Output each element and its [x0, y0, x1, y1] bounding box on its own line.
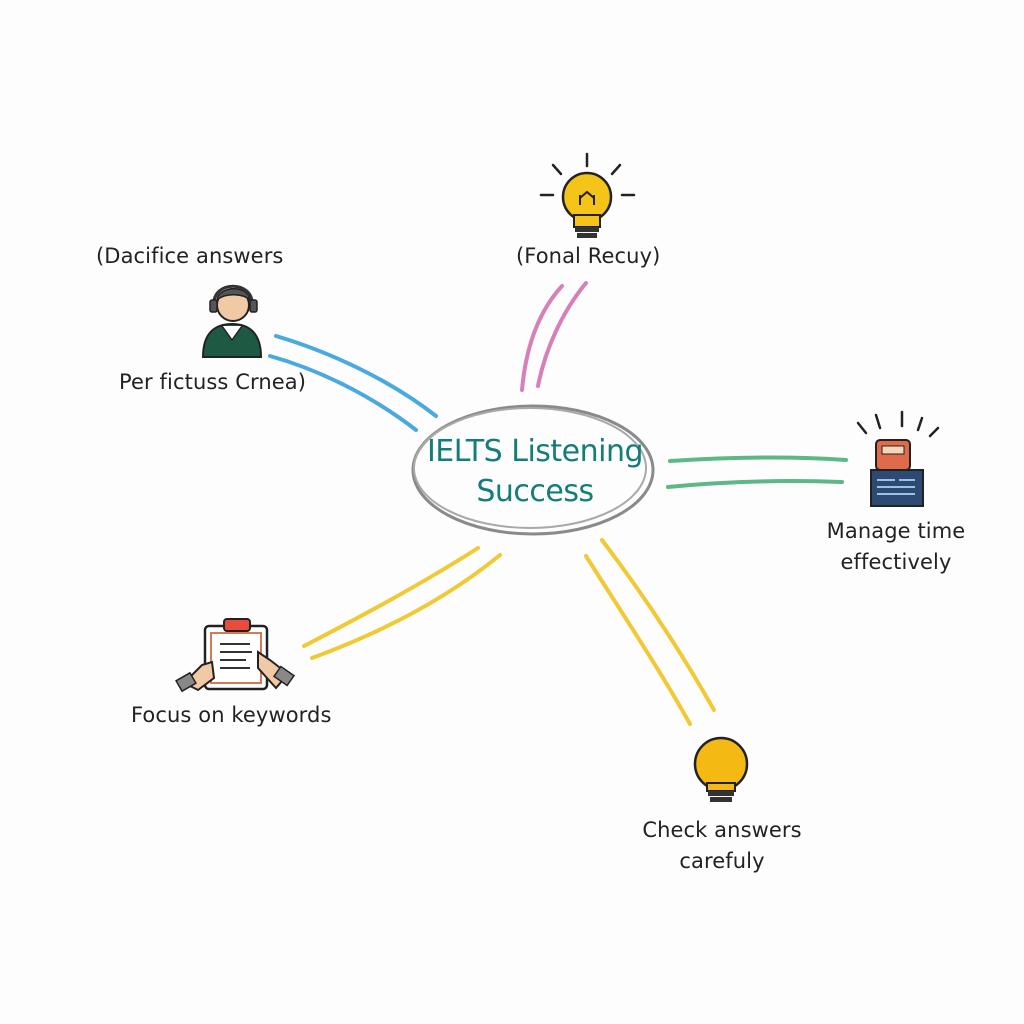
clock-computer-icon [856, 410, 940, 507]
bottom-left-node-label: Focus on keywords [131, 703, 332, 727]
branch-top-left [268, 334, 438, 432]
right-node-label-line1: Manage time [826, 519, 966, 543]
lightbulb-icon [693, 736, 749, 802]
bottom-right-node-label-line2: carefuly [679, 849, 765, 873]
lightbulb-icon [539, 152, 636, 238]
right-node-label: Manage time effectively [826, 516, 966, 578]
center-oval [411, 404, 655, 536]
branch-bottom-left [302, 546, 502, 660]
branch-right [666, 455, 848, 489]
right-node-label-line2: effectively [840, 550, 952, 574]
center-title: IELTS Listening Success [410, 432, 660, 512]
center-title-line1: IELTS Listening [426, 434, 644, 469]
branch-bottom-right [584, 538, 716, 726]
clipboard-icon [175, 618, 296, 693]
bottom-right-node-label-line1: Check answers [642, 818, 802, 842]
branch-top [520, 281, 588, 392]
top-node-label: (Fonal Recuy) [516, 244, 661, 268]
headset-person-icon [201, 284, 263, 358]
top-left-lower-label: Per fictuss Crnea) [119, 370, 307, 394]
center-title-line2: Success [476, 474, 594, 509]
bottom-right-node-label: Check answers carefuly [642, 815, 802, 877]
top-left-upper-label: (Dacifice answers [96, 244, 284, 268]
